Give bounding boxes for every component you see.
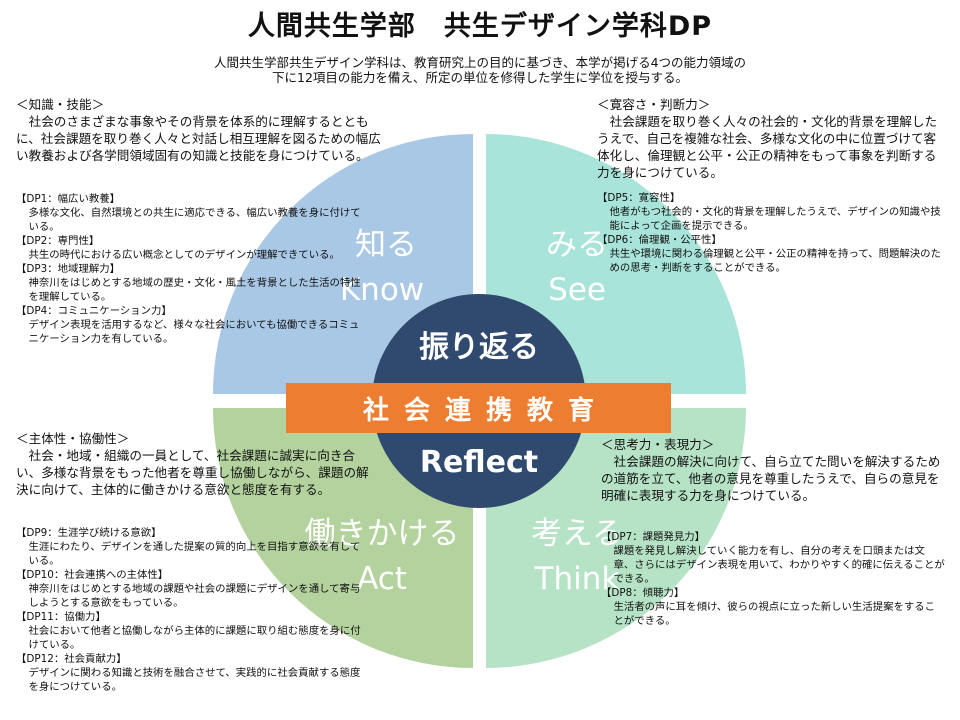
intro-line-1: 人間共生学部共生デザイン学科は、教育研究上の目的に基づき、本学が掲げる4つの能力… <box>213 55 747 70</box>
dp-description: 生涯にわたり、デザインを通した提案の質的向上を目指す意欲を有している。 <box>28 541 361 567</box>
think-dp-list: 【DP7：課題発見力】課題を発見し解決していく能力を有し、自分の考えを口頭または… <box>601 530 945 628</box>
center-label-jp: 振り返る <box>419 330 539 365</box>
quadrant-see-jp: みる <box>546 227 608 263</box>
dp-description: 生活者の声に耳を傾け、彼らの視点に立った新しい生活提案をすることができる。 <box>613 601 936 627</box>
see-block: ＜寛容さ・判断力＞ 社会課題を取り巻く人々の社会的・文化的背景を理解したうえで、… <box>597 96 945 181</box>
dp-description: 神奈川をはじめとする地域の歴史・文化・風土を背景とした生活の特性を理解している。 <box>28 277 361 303</box>
dp-title: 【DP4：コミュニケーション力】 <box>16 305 172 317</box>
see-heading: ＜寛容さ・判断力＞ <box>597 97 711 112</box>
social-collaboration-banner: 社会連携教育 <box>286 383 671 433</box>
dp-description: デザイン表現を活用するなど、様々な社会においても協働できるコミュニケーション力を… <box>28 319 360 345</box>
dp-title: 【DP3：地域理解力】 <box>16 263 121 275</box>
know-description: 社会のさまざまな事象やその背景を体系的に理解するとともに、社会課題を取り巻く人々… <box>16 114 381 163</box>
act-heading: ＜主体性・協働性＞ <box>16 431 130 446</box>
act-dp-list: 【DP9：生涯学び続ける意欲】生涯にわたり、デザインを通した提案の質的向上を目指… <box>16 526 368 694</box>
dp-title: 【DP7：課題発見力】 <box>601 531 706 543</box>
dp-title: 【DP8：傾聴力】 <box>601 587 685 599</box>
page-title: 人間共生学部 共生デザイン学科DP <box>247 11 713 42</box>
dp-title: 【DP11：協働力】 <box>16 611 106 623</box>
quadrant-act-en: Act <box>357 561 407 597</box>
dp-title: 【DP5：寛容性】 <box>597 192 681 204</box>
act-block: ＜主体性・協働性＞ 社会・地域・組織の一員として、社会課題に誠実に向き合い、多様… <box>16 430 378 498</box>
see-description: 社会課題を取り巻く人々の社会的・文化的背景を理解したうえで、自己を複雑な社会、多… <box>597 114 938 180</box>
quadrant-act-jp: 働きかける <box>305 516 460 552</box>
dp-description: 社会において他者と協働しながら主体的に課題に取り組む態度を身に付けている。 <box>28 625 361 651</box>
know-dp-list: 【DP1：幅広い教養】多様な文化、自然環境との共生に適応できる、幅広い教養を身に… <box>16 192 368 346</box>
dp-title: 【DP10：社会連携への主体性】 <box>16 569 169 581</box>
intro-line-2: 下に12項目の能力を備え、所定の単位を修得した学生に学位を授与する。 <box>272 70 688 85</box>
quadrant-think-en: Think <box>534 561 620 597</box>
think-description: 社会課題の解決に向けて、自ら立てた問いを解決するための道筋を立て、他者の意見を尊… <box>601 454 941 503</box>
dp-description: デザインに関わる知識と技術を融合させて、実践的に社会貢献する態度を身につけている… <box>28 667 361 693</box>
center-label-en: Reflect <box>420 445 538 480</box>
dp-title: 【DP1：幅広い教養】 <box>16 193 121 205</box>
know-block: ＜知識・技能＞ 社会のさまざまな事象やその背景を体系的に理解するとともに、社会課… <box>16 96 382 164</box>
dp-title: 【DP2：専門性】 <box>16 235 100 247</box>
see-dp-list: 【DP5：寛容性】他者がもつ社会的・文化的背景を理解したうえで、デザインの知識や… <box>597 191 942 275</box>
dp-description: 神奈川をはじめとする地域の課題や社会の課題にデザインを通して寄与しようとする意欲… <box>28 583 361 609</box>
dp-description: 共生や環境に関わる倫理観と公平・公正の精神を持って、問題解決のための思考・判断を… <box>609 248 941 274</box>
quadrant-know-jp: 知る <box>355 227 417 263</box>
dp-title: 【DP6：倫理観・公平性】 <box>597 234 722 246</box>
dp-title: 【DP12：社会貢献力】 <box>16 653 127 665</box>
act-description: 社会・地域・組織の一員として、社会課題に誠実に向き合い、多様な背景をもった他者を… <box>16 448 369 497</box>
quadrant-see-en: See <box>548 272 606 308</box>
think-block: ＜思考力・表現力＞ 社会課題の解決に向けて、自ら立てた問いを解決するための道筋を… <box>601 436 947 504</box>
quadrant-think-jp: 考える <box>531 516 623 552</box>
dp-description: 多様な文化、自然環境との共生に適応できる、幅広い教養を身に付けている。 <box>28 207 361 233</box>
dp-description: 他者がもつ社会的・文化的背景を理解したうえで、デザインの知識や技能によって企画を… <box>609 206 941 232</box>
know-heading: ＜知識・技能＞ <box>16 97 105 112</box>
dp-title: 【DP9：生涯学び続ける意欲】 <box>16 527 162 539</box>
dp-description: 課題を発見し解決していく能力を有し、自分の考えを口頭または文章、さらにはデザイン… <box>613 545 945 585</box>
think-heading: ＜思考力・表現力＞ <box>601 437 715 452</box>
quadrant-know-en: Know <box>340 272 424 308</box>
dp-description: 共生の時代における広い概念としてのデザインが理解できている。 <box>28 249 340 261</box>
